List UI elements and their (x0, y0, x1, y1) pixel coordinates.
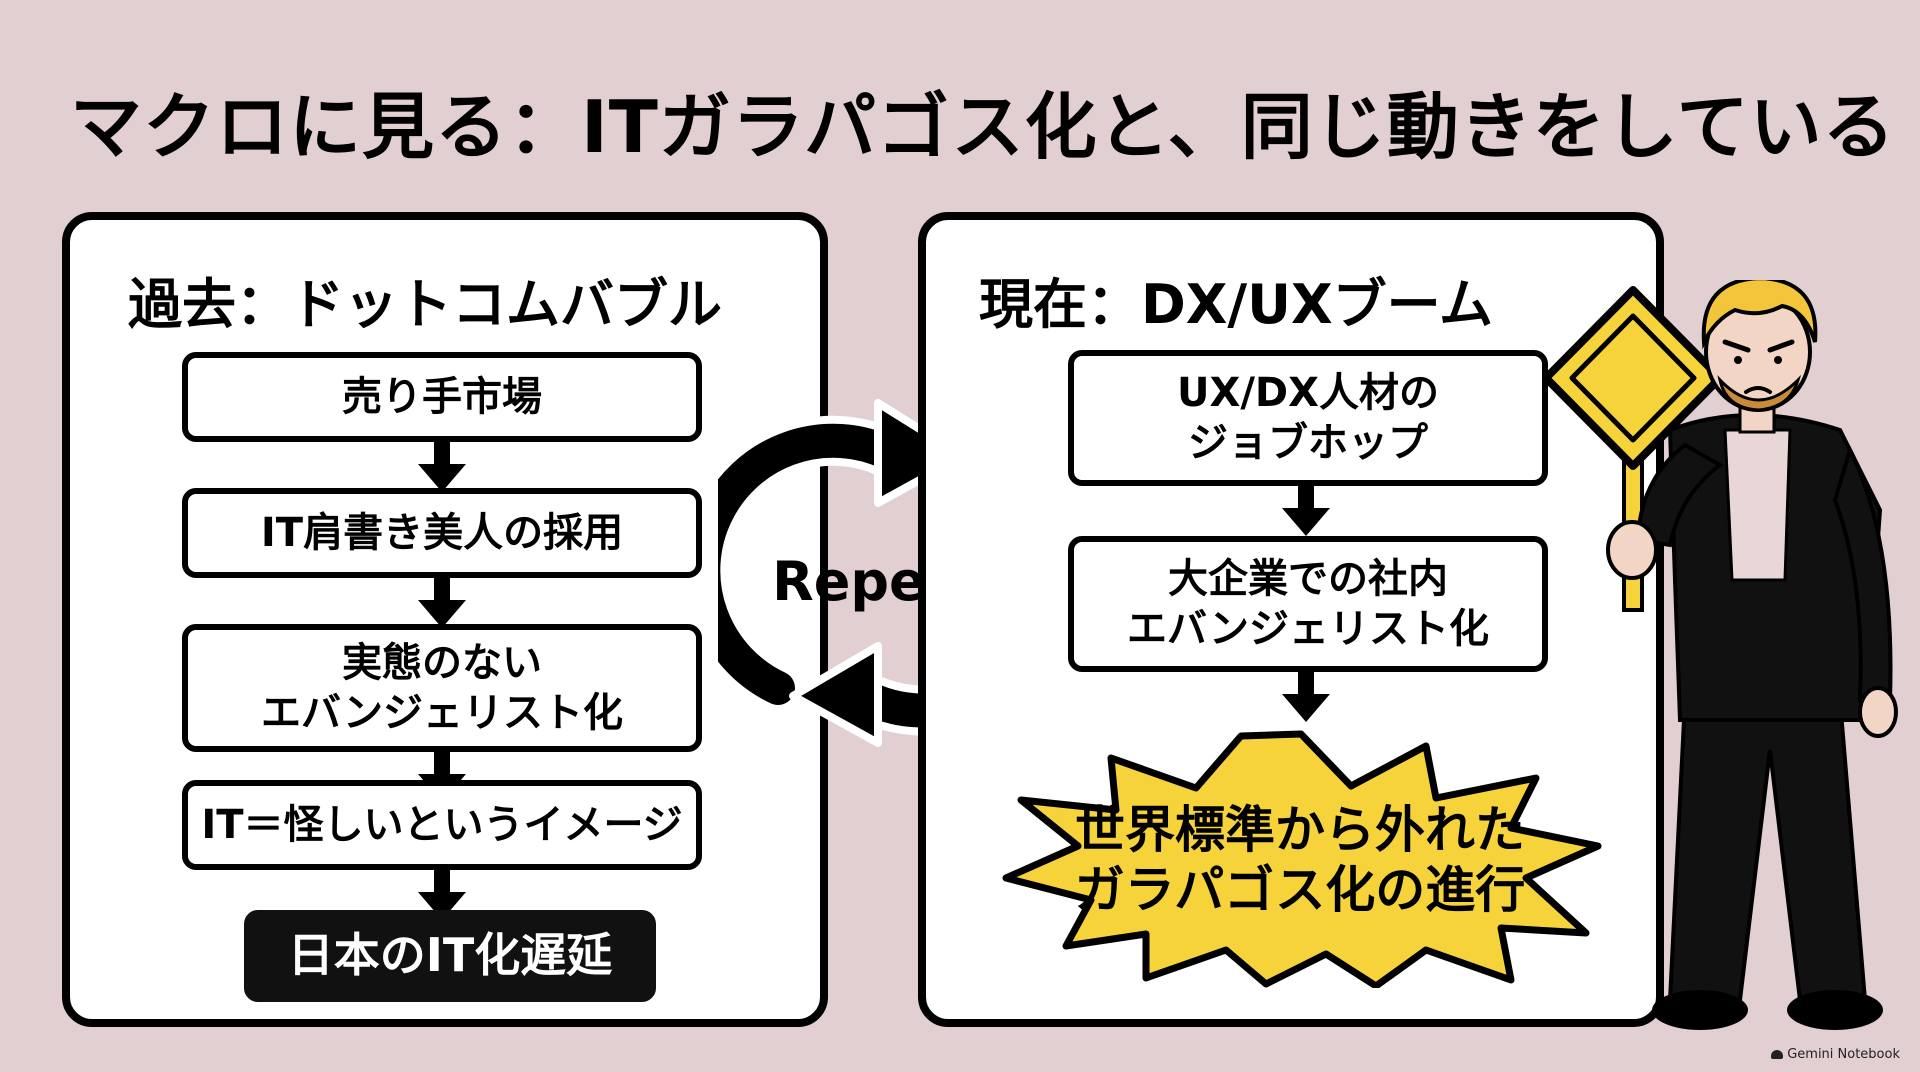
present-panel-title: 現在：DX/UXブーム (978, 273, 1494, 336)
present-step-1: UX/DX人材の ジョブホップ (1068, 350, 1548, 486)
flow-arrow-icon (1282, 672, 1330, 722)
page-title: マクロに見る：ITガラパゴス化と、同じ動きをしている (70, 85, 1896, 169)
present-step-2: 大企業での社内 エバンジェリスト化 (1068, 536, 1548, 672)
starburst-shape (1002, 730, 1602, 988)
past-result: 日本のIT化遅延 (244, 910, 656, 1002)
watermark: Gemini Notebook (1771, 1047, 1900, 1062)
past-step-2: IT肩書き美人の採用 (182, 488, 702, 578)
past-panel-title: 過去：ドットコムバブル (128, 273, 722, 336)
past-step-4: IT＝怪しいというイメージ (182, 780, 702, 870)
flow-arrow-icon (1282, 486, 1330, 536)
flow-arrow-icon (418, 870, 466, 920)
flow-arrow-icon (418, 442, 466, 492)
past-step-3: 実態のない エバンジェリスト化 (182, 624, 702, 752)
flow-arrow-icon (418, 752, 466, 802)
watermark-label: Gemini Notebook (1787, 1047, 1900, 1062)
past-panel: 過去：ドットコムバブル 売り手市場 IT肩書き美人の採用 実態のない エバンジェ… (62, 212, 828, 1027)
past-step-1: 売り手市場 (182, 352, 702, 442)
warning-person-illustration (1542, 280, 1898, 1030)
present-result: 世界標準から外れた ガラパゴス化の進行 (1074, 801, 1526, 919)
flow-arrow-icon (418, 578, 466, 628)
gemini-logo-icon (1771, 1050, 1784, 1059)
